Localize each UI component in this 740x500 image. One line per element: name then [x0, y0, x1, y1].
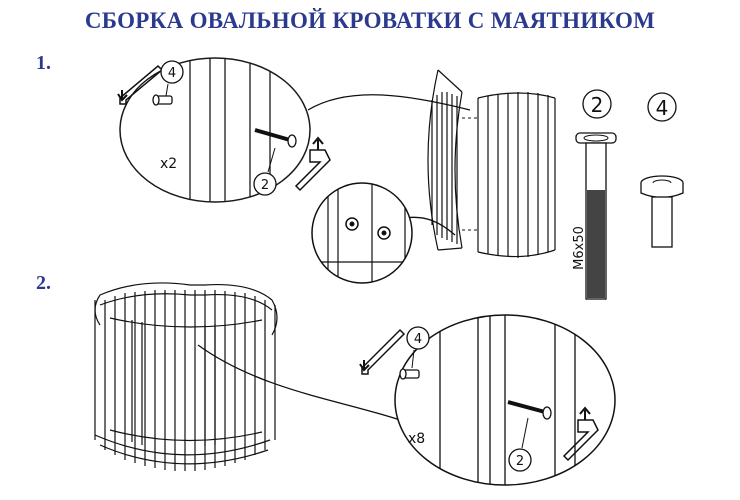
step2-multiplier: x8: [408, 431, 425, 447]
step1-left-curved-panel: [427, 69, 463, 251]
step1-left-hex-key-icon: [117, 64, 164, 105]
step2-bolt: [507, 400, 552, 420]
step1-bolt-label: 2: [261, 178, 269, 193]
step2-oval-crib-frame: [94, 282, 278, 471]
step2-sleeve-label: 4: [414, 332, 422, 347]
step1-connector-line: [307, 94, 471, 111]
step1-dashed-guide-lines: [462, 117, 478, 231]
step1-sleeve-callout: 4: [160, 60, 184, 97]
step1-right-hex-key-icon: [294, 136, 331, 192]
step1-bolt: [254, 128, 297, 148]
step2-sleeve-callout: 4: [406, 326, 430, 369]
step2-detail-ellipse: [394, 314, 616, 486]
step2-right-hex-key-icon: [562, 406, 599, 462]
page-title: СБОРКА ОВАЛЬНОЙ КРОВАТКИ С МАЯТНИКОМ: [84, 8, 656, 33]
legend-bolt-label: 2: [591, 93, 604, 117]
step-1-number: 1.: [36, 52, 51, 74]
step1-sleeve-label: 4: [168, 66, 176, 81]
step1-multiplier: x2: [160, 156, 177, 172]
legend-sleeve-label: 4: [656, 96, 669, 120]
legend-bolt-m6x50: M6x50: [572, 132, 617, 300]
step2-sleeve: [399, 368, 420, 380]
step2-left-hex-key-icon: [359, 328, 406, 375]
step2-connector-line: [197, 344, 401, 421]
step1-right-curved-panel: [477, 92, 556, 258]
legend-sleeve-callout: 4: [647, 92, 677, 122]
step1-bolt-callout: 2: [253, 147, 277, 196]
legend-bolt-callout: 2: [582, 89, 612, 119]
step1-detail-ellipse: [119, 57, 311, 203]
step2-bolt-label: 2: [516, 454, 524, 469]
step1-hole-detail-circle: [311, 182, 413, 284]
legend-sleeve-nut: [640, 175, 684, 248]
step-2-number: 2.: [36, 272, 51, 294]
step1-sleeve: [152, 94, 173, 106]
step2-bolt-callout: 2: [508, 417, 532, 472]
legend-bolt-size: M6x50: [572, 226, 587, 270]
